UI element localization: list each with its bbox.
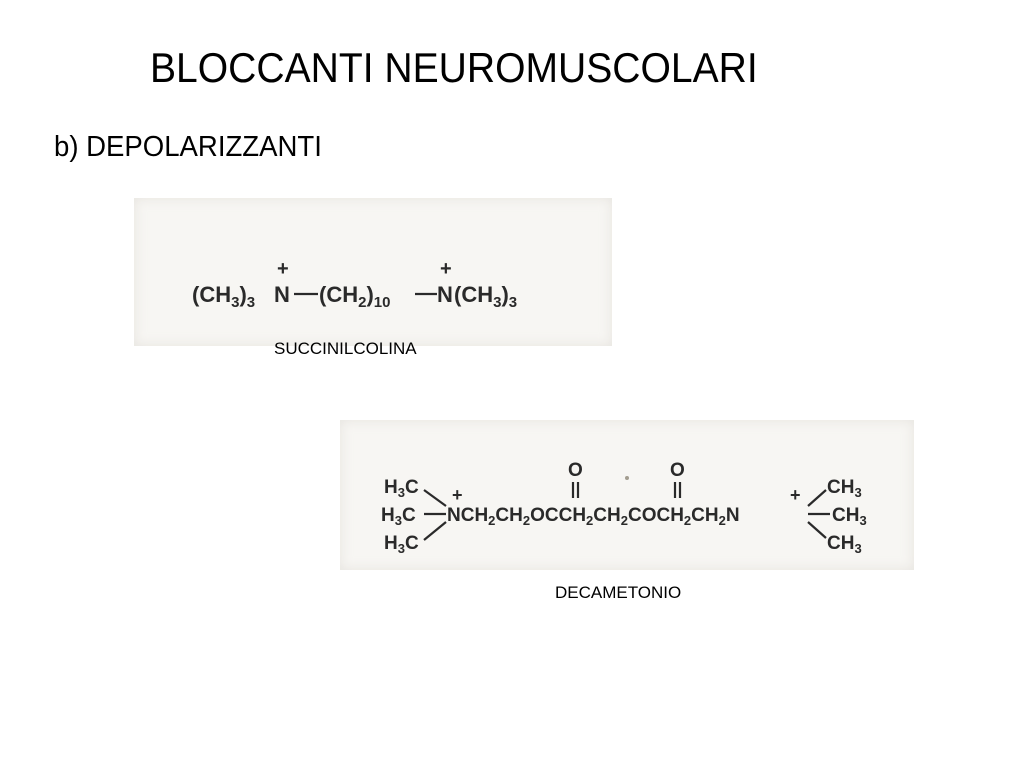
succinylcholine-caption: SUCCINILCOLINA xyxy=(274,339,417,358)
slide-title: BLOCCANTI NEUROMUSCOLARI xyxy=(150,44,758,91)
methyl-left-top: H3C xyxy=(384,477,419,500)
slide-subtitle: b) DEPOLARIZZANTI xyxy=(54,131,322,163)
methyl-right-middle: CH3 xyxy=(832,505,867,528)
carbonyl-oxygen-right: O xyxy=(670,460,685,481)
bond-left-top xyxy=(423,489,447,507)
image-speck xyxy=(625,476,629,480)
bond-right-top xyxy=(807,489,827,507)
methyl-right-top: CH3 xyxy=(827,477,862,500)
bond-left-bottom xyxy=(423,521,447,541)
carbonyl-oxygen-left: O xyxy=(568,460,583,481)
decamethonium-structure-svg: H3C H3C H3C + + O O NCH2CH2OCCH2CH2COCH2… xyxy=(381,460,867,556)
succinylcholine-structure-svg: + + (CH3)3 N (CH2)10 N (CH3)3 xyxy=(192,258,517,311)
charge-plus-right: + xyxy=(440,258,452,280)
charge-plus-left: + xyxy=(277,258,289,280)
methyl-left-middle: H3C xyxy=(381,505,416,528)
charge-plus-left: + xyxy=(452,485,463,505)
decamethylene-chain: (CH2)10 xyxy=(319,282,390,311)
succinylcholine-structure-image: + + (CH3)3 N (CH2)10 N (CH3)3 xyxy=(134,198,612,346)
decamethonium-caption: DECAMETONIO xyxy=(555,583,682,602)
charge-plus-right: + xyxy=(790,485,801,505)
ester-backbone: NCH2CH2OCCH2CH2COCH2CH2N xyxy=(447,505,740,528)
nitrogen-left: N xyxy=(274,282,290,307)
methyl-right-bottom: CH3 xyxy=(827,533,862,556)
methyl-left-bottom: H3C xyxy=(384,533,419,556)
bond-right-bottom xyxy=(807,521,827,539)
decamethonium-structure-image: H3C H3C H3C + + O O NCH2CH2OCCH2CH2COCH2… xyxy=(340,420,914,570)
nitrogen-right: N xyxy=(437,282,453,307)
left-trimethyl-group: (CH3)3 xyxy=(192,282,255,311)
right-trimethyl-group: (CH3)3 xyxy=(454,282,517,311)
